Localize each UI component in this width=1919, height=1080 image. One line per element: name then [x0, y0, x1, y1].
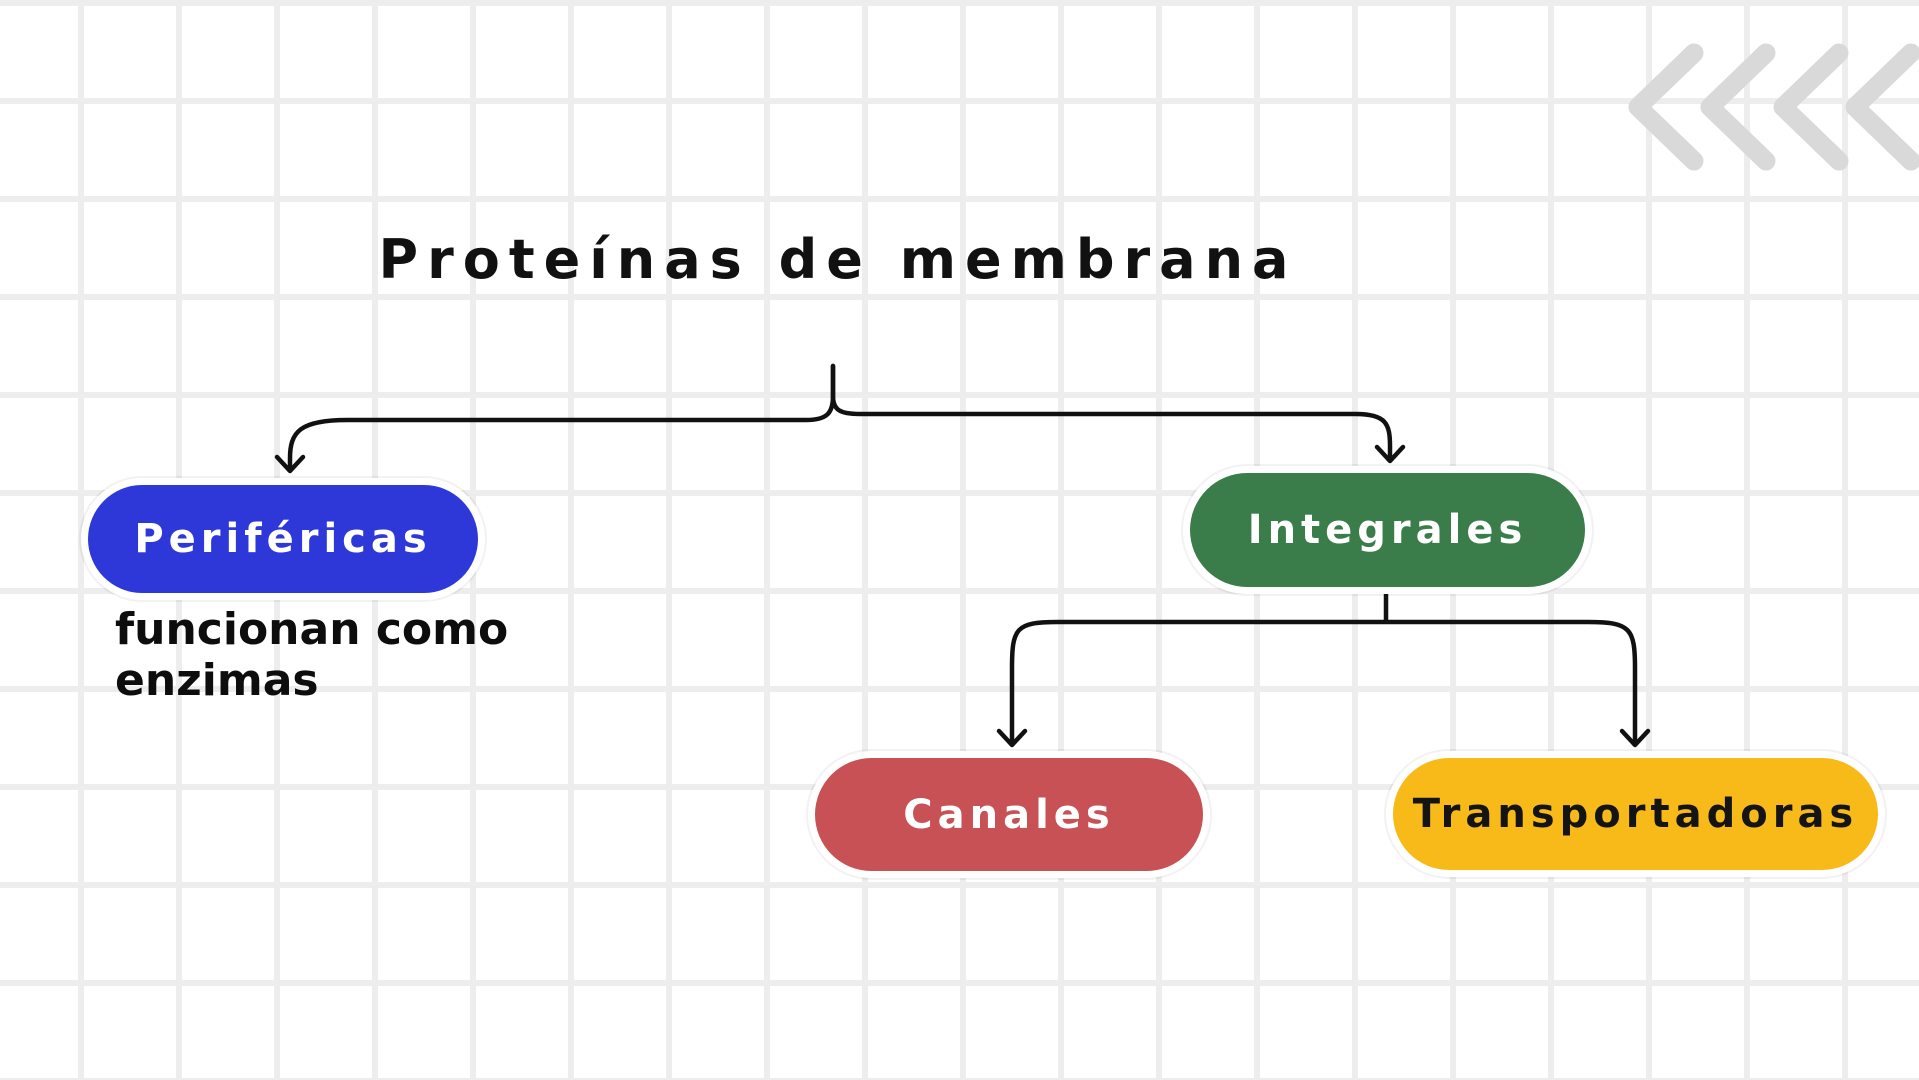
- node-transportadoras: Transportadoras: [1393, 758, 1878, 870]
- connector-title-to-perifericas: [287, 363, 836, 473]
- arrowhead-transportadoras-icon: [1619, 728, 1651, 748]
- chevron-left-icon: [1845, 43, 1919, 171]
- node-perifericas-note: funcionan como enzimas: [115, 604, 509, 706]
- node-canales-label: Canales: [903, 791, 1115, 838]
- connector-title-to-integrales: [830, 363, 1393, 463]
- node-integrales: Integrales: [1190, 473, 1585, 587]
- node-perifericas-label: Periféricas: [134, 516, 432, 562]
- arrowhead-integrales-icon: [1374, 444, 1406, 464]
- arrowhead-perifericas-icon: [274, 454, 306, 474]
- arrowhead-canales-icon: [996, 728, 1028, 748]
- chevron-left-icon: [1628, 43, 1704, 171]
- chevron-left-icon: [1773, 43, 1849, 171]
- diagram-title: Proteínas de membrana: [378, 228, 1298, 291]
- node-canales: Canales: [815, 758, 1203, 871]
- node-integrales-label: Integrales: [1247, 507, 1528, 553]
- node-perifericas: Periféricas: [88, 485, 478, 593]
- chevron-left-icon: [1700, 43, 1776, 171]
- node-transportadoras-label: Transportadoras: [1412, 791, 1859, 837]
- connector-integrales-to-children: [1009, 619, 1638, 747]
